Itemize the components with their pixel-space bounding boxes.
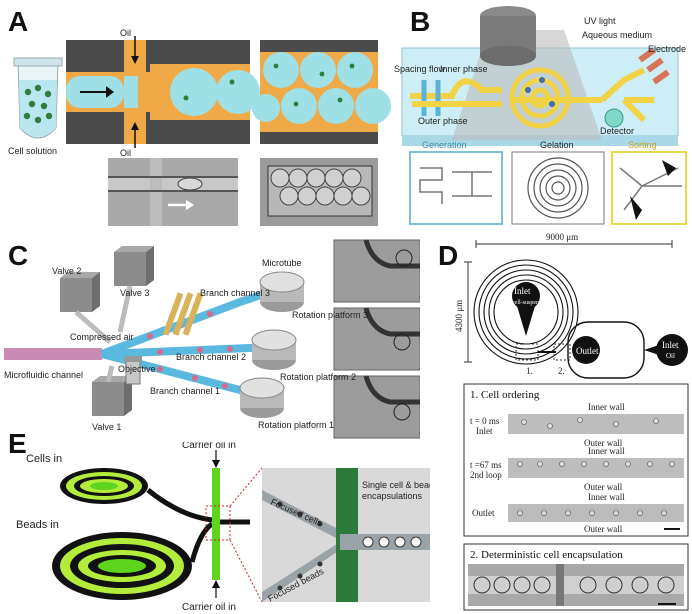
label-valve-2: Valve 2 bbox=[52, 266, 81, 276]
label-uv-light: UV light bbox=[584, 16, 616, 26]
panel-label-d: D bbox=[438, 240, 459, 271]
panel-label-c: C bbox=[8, 240, 29, 271]
label-mark-1: 1. bbox=[526, 366, 533, 376]
label-outer-wall-2: Outer wall bbox=[584, 482, 623, 492]
label-detector: Detector bbox=[600, 126, 634, 136]
label-gelation: Gelation bbox=[540, 140, 574, 150]
valve-3-icon bbox=[114, 246, 154, 286]
rotation-platform-1-icon bbox=[239, 377, 285, 418]
droplet-generation-junction bbox=[66, 36, 260, 148]
sorting-inset bbox=[611, 151, 687, 225]
label-height-dim: 4300 μm bbox=[454, 300, 464, 332]
gelation-spiral bbox=[509, 67, 571, 129]
label-inlet-cell-sub: cell-suspension bbox=[512, 300, 549, 306]
label-valve-1: Valve 1 bbox=[92, 422, 121, 432]
label-aqueous-medium: Aqueous medium bbox=[582, 30, 652, 40]
valve-2-icon bbox=[60, 272, 100, 312]
label-carrier-oil-bottom: Carrier oil in bbox=[182, 602, 236, 613]
label-rotation-2: Rotation platform 2 bbox=[280, 372, 356, 382]
section-2-title: 2. Deterministic cell encapsulation bbox=[470, 549, 623, 561]
label-outer-wall-1: Outer wall bbox=[584, 438, 623, 448]
label-rotation-3: Rotation platform 3 bbox=[292, 310, 368, 320]
detector-icon bbox=[604, 108, 624, 128]
panel-d-figure: 9000 μm 4300 μm Inlet cell-suspension Ou… bbox=[454, 232, 689, 611]
label-outer-wall-3: Outer wall bbox=[584, 524, 623, 534]
encapsulation-zoom bbox=[262, 468, 430, 602]
generation-inset bbox=[409, 151, 503, 225]
label-branch-2: Branch channel 2 bbox=[176, 352, 246, 362]
label-carrier-oil-top: Carrier oil in bbox=[182, 442, 236, 451]
label-valve-3: Valve 3 bbox=[120, 288, 149, 298]
packed-micrograph bbox=[260, 158, 378, 226]
panel-b-figure: UV light Aqueous medium Electrode Spacin… bbox=[394, 6, 687, 225]
gelation-inset bbox=[511, 151, 605, 225]
panel-label-e: E bbox=[8, 428, 27, 459]
label-compressed-air: Compressed air bbox=[70, 332, 134, 342]
label-encapsulations: encapsulations bbox=[362, 491, 423, 501]
label-outer-phase: Outer phase bbox=[418, 116, 468, 126]
label-generation: Generation bbox=[422, 140, 467, 150]
label-t0: t = 0 ms bbox=[470, 416, 500, 426]
label-cells-in: Cells in bbox=[26, 453, 62, 465]
cell-tube-icon bbox=[13, 57, 63, 139]
label-oil-top: Oil bbox=[120, 28, 131, 38]
objective-icon bbox=[124, 356, 142, 385]
label-branch-3: Branch channel 3 bbox=[200, 288, 270, 298]
label-t0-sub: Inlet bbox=[476, 426, 493, 436]
label-inner-wall-1: Inner wall bbox=[588, 402, 625, 412]
label-mark-2: 2. bbox=[558, 366, 565, 376]
inlet-oil-icon bbox=[656, 334, 688, 366]
label-oil-bottom: Oil bbox=[120, 148, 131, 158]
label-outlet-row: Outlet bbox=[472, 508, 495, 518]
label-inlet-cell: Inlet bbox=[514, 286, 531, 296]
carrier-oil-channel bbox=[212, 468, 220, 580]
label-spacing-flow: Spacing flow bbox=[394, 64, 446, 74]
valve-1-icon bbox=[92, 376, 132, 416]
label-inlet-oil-sub: Oil bbox=[666, 352, 675, 360]
label-branch-1: Branch channel 1 bbox=[150, 386, 220, 396]
spiral-channel bbox=[473, 259, 579, 365]
branch-micrographs bbox=[333, 239, 420, 439]
label-microfluidic-channel: Microfluidic channel bbox=[4, 370, 83, 380]
label-inner-wall-2: Inner wall bbox=[588, 446, 625, 456]
label-microtube: Microtube bbox=[262, 258, 302, 268]
section-1-title: 1. Cell ordering bbox=[470, 389, 540, 401]
label-rotation-1: Rotation platform 1 bbox=[258, 420, 334, 430]
rotation-platform-3-icon bbox=[259, 271, 305, 312]
label-inner-wall-3: Inner wall bbox=[588, 492, 625, 502]
label-t67-sub: 2nd loop bbox=[470, 470, 502, 480]
label-beads-in: Beads in bbox=[16, 519, 59, 531]
label-t67: t =67 ms bbox=[470, 460, 502, 470]
label-inner-phase: Inner phase bbox=[440, 64, 488, 74]
panel-label-b: B bbox=[410, 6, 431, 37]
label-outlet: Outlet bbox=[576, 346, 599, 356]
label-sorting: Sorting bbox=[628, 140, 657, 150]
rotation-platform-2-icon bbox=[251, 329, 297, 370]
label-objective: Objective bbox=[118, 364, 156, 374]
beads-spiral bbox=[52, 532, 192, 600]
panel-e-figure: Cells in Beads in Carrier oil in Carrier… bbox=[16, 442, 430, 613]
panel-a-figure: Cell solution Oil Oil bbox=[8, 28, 391, 226]
label-cell-solution: Cell solution bbox=[8, 146, 57, 156]
electrode-icon bbox=[638, 47, 670, 85]
cell-ordering-micrographs bbox=[508, 414, 684, 530]
label-width-dim: 9000 μm bbox=[546, 232, 578, 242]
junction-micrograph bbox=[108, 158, 238, 226]
panel-label-a: A bbox=[8, 6, 29, 37]
label-single-cell: Single cell & bead bbox=[362, 480, 430, 490]
label-inlet-oil: Inlet bbox=[662, 340, 679, 350]
packed-droplets bbox=[252, 40, 391, 144]
encapsulation-micrograph bbox=[468, 564, 684, 606]
microfluidic-channel-icon bbox=[4, 348, 102, 360]
panel-c-figure: Valve 2 Valve 3 Valve 1 Compressed air M… bbox=[4, 239, 420, 439]
cells-spiral bbox=[60, 468, 148, 504]
label-electrode: Electrode bbox=[648, 44, 686, 54]
